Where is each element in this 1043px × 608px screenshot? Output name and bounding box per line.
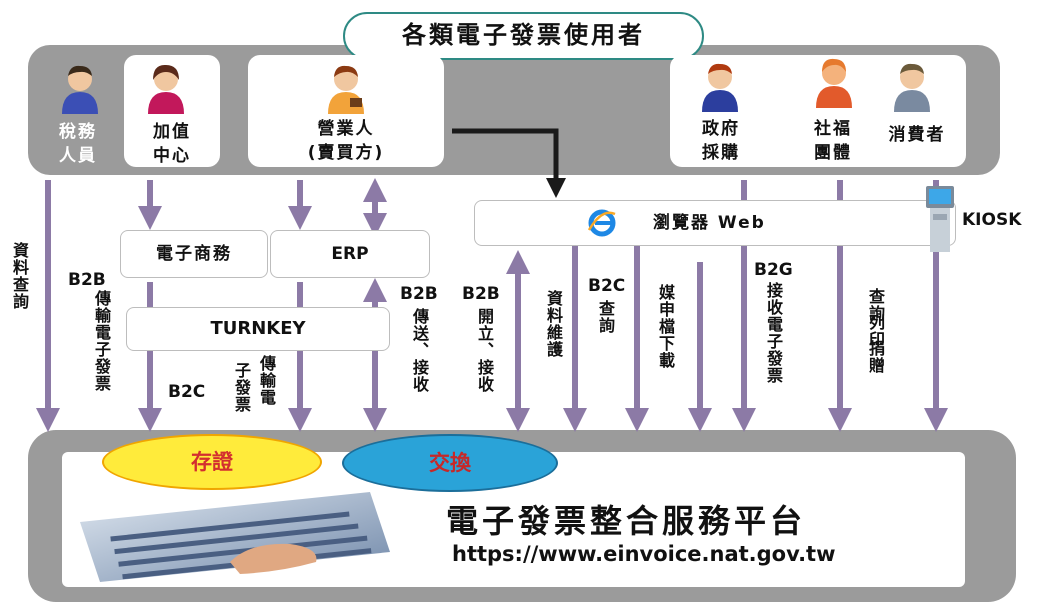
donate-label: 捐贈 xyxy=(866,340,885,374)
b2b-issue-receive-label: 開立、接收 xyxy=(475,308,494,393)
b2b-transmit-label: 傳輸電子發票 xyxy=(92,290,111,392)
media-download-label: 媒申檔下載 xyxy=(656,284,675,369)
turnkey-box: TURNKEY xyxy=(126,307,390,351)
b2c-query-label: 查詢 xyxy=(596,300,615,334)
data-maintain-label: 資料維護 xyxy=(544,290,563,358)
person-icon-business xyxy=(328,65,364,114)
value-center-label-2: 中心 xyxy=(153,146,191,166)
b2b-send-receive-prefix: B2B xyxy=(400,284,438,304)
person-icon-consumer xyxy=(894,63,930,112)
government-label-2: 採購 xyxy=(702,143,740,163)
welfare-label-1: 社福 xyxy=(814,119,852,139)
b2b-prefix-label: B2B xyxy=(68,270,106,290)
business-label-2: (賣買方) xyxy=(307,143,385,163)
browser-label: 瀏覽器 Web xyxy=(653,213,766,233)
welfare-label-2: 團體 xyxy=(814,143,852,163)
exchange-ellipse: 交換 xyxy=(342,434,558,492)
query-label: 查詢 xyxy=(866,288,885,322)
kiosk-label: KIOSK xyxy=(962,210,1022,230)
ie-browser-icon xyxy=(587,209,616,237)
diagram-title: 各類電子發票使用者 xyxy=(343,12,704,60)
ecommerce-box: 電子商務 xyxy=(120,230,268,278)
browser-box: 瀏覽器 Web xyxy=(474,200,956,246)
b2g-receive-label: 接收電子發票 xyxy=(764,282,783,384)
b2c-prefix-label: B2C xyxy=(168,382,206,402)
person-icon-government xyxy=(702,63,738,112)
platform-url[interactable]: https://www.einvoice.nat.gov.tw xyxy=(452,542,836,566)
keyboard-hand-image xyxy=(80,492,390,582)
person-icon-value-center xyxy=(148,64,184,114)
person-icon-welfare xyxy=(816,58,852,108)
kiosk-icon xyxy=(926,186,954,252)
tax-staff-label-1: 稅務 xyxy=(59,122,97,142)
b2g-prefix-label: B2G xyxy=(754,260,793,280)
person-icon-tax-staff xyxy=(62,65,98,114)
data-query-label: 資料查詢 xyxy=(10,242,29,310)
value-center-label-1: 加值 xyxy=(153,122,191,142)
b2c-query-prefix: B2C xyxy=(588,276,626,296)
b2b-issue-receive-prefix: B2B xyxy=(462,284,500,304)
consumer-label: 消費者 xyxy=(888,125,946,145)
tax-staff-label-2: 人員 xyxy=(59,146,97,166)
business-label-1: 營業人 xyxy=(317,119,375,139)
government-label-1: 政府 xyxy=(702,119,740,139)
platform-name: 電子發票整合服務平台 xyxy=(446,502,807,540)
storage-ellipse: 存證 xyxy=(102,434,322,490)
erp-box: ERP xyxy=(270,230,430,278)
b2c-transmit-label-1: 傳輸電 xyxy=(257,355,276,406)
print-label: 列印 xyxy=(866,314,885,348)
b2b-send-receive-label: 傳送、接收 xyxy=(410,308,429,393)
b2c-transmit-label-2: 子發票 xyxy=(232,362,251,413)
